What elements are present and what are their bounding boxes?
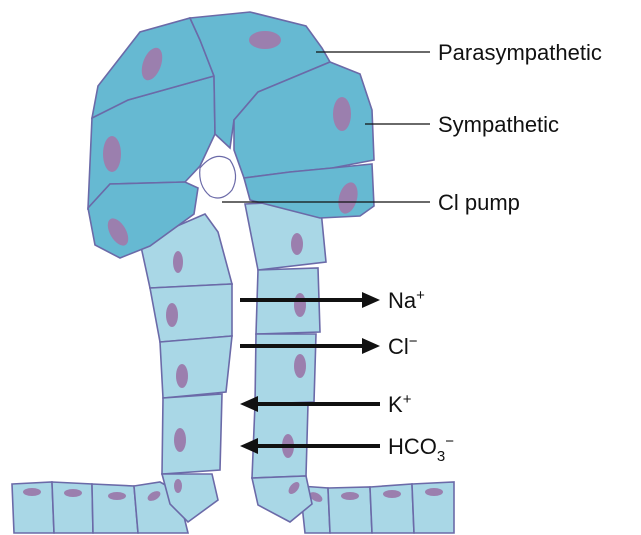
epithelium-base-left [12, 482, 188, 533]
duct-cell-nucleus [174, 479, 182, 493]
cl-pump-label: Cl pump [438, 190, 520, 215]
hco3-subscript: 3 [437, 448, 445, 465]
duct-cell [252, 404, 308, 478]
epithelium-base-right [300, 482, 454, 533]
base-cell-nucleus [425, 488, 443, 496]
sympathetic-label: Sympathetic [438, 112, 559, 137]
hco3-symbol: HCO [388, 434, 437, 459]
base-cell-nucleus [383, 490, 401, 498]
hco3-arrowhead [240, 438, 258, 454]
cl-charge: − [409, 333, 418, 350]
hco3-ion-label: HCO3− [388, 433, 454, 465]
duct-cell-nucleus [166, 303, 178, 327]
k-ion-label: K+ [388, 391, 412, 417]
secretory-cell-nucleus [103, 136, 121, 172]
duct-cell-nucleus [294, 293, 306, 317]
base-cell-nucleus [108, 492, 126, 500]
base-cell-nucleus [23, 488, 41, 496]
duct-cell-nucleus [291, 233, 303, 255]
secretory-cell-nucleus [249, 31, 281, 49]
na-ion-label: Na+ [388, 287, 425, 313]
k-arrowhead [240, 396, 258, 412]
cl-symbol: Cl [388, 334, 409, 359]
duct-left-wall [140, 214, 232, 522]
duct-cell [160, 336, 232, 398]
gland-lumen [200, 156, 236, 198]
duct-cell-nucleus [174, 428, 186, 452]
na-symbol: Na [388, 288, 417, 313]
na-charge: + [416, 287, 425, 304]
duct-cell-nucleus [294, 354, 306, 378]
hco3-charge: − [445, 433, 454, 450]
duct-cell [150, 284, 232, 342]
base-cell-nucleus [64, 489, 82, 497]
secretory-cell-nucleus [333, 97, 351, 131]
parasympathetic-label: Parasympathetic [438, 40, 602, 65]
secretory-coil [88, 12, 374, 258]
duct-cell-nucleus [173, 251, 183, 273]
base-cell [92, 484, 138, 533]
duct-right-wall [245, 200, 326, 522]
cl-arrowhead [362, 338, 380, 354]
duct-cell [162, 394, 222, 474]
cl-ion-label: Cl− [388, 333, 418, 359]
na-arrowhead [362, 292, 380, 308]
duct-cell-nucleus [176, 364, 188, 388]
base-cell-nucleus [341, 492, 359, 500]
k-charge: + [403, 391, 412, 408]
k-symbol: K [388, 392, 403, 417]
